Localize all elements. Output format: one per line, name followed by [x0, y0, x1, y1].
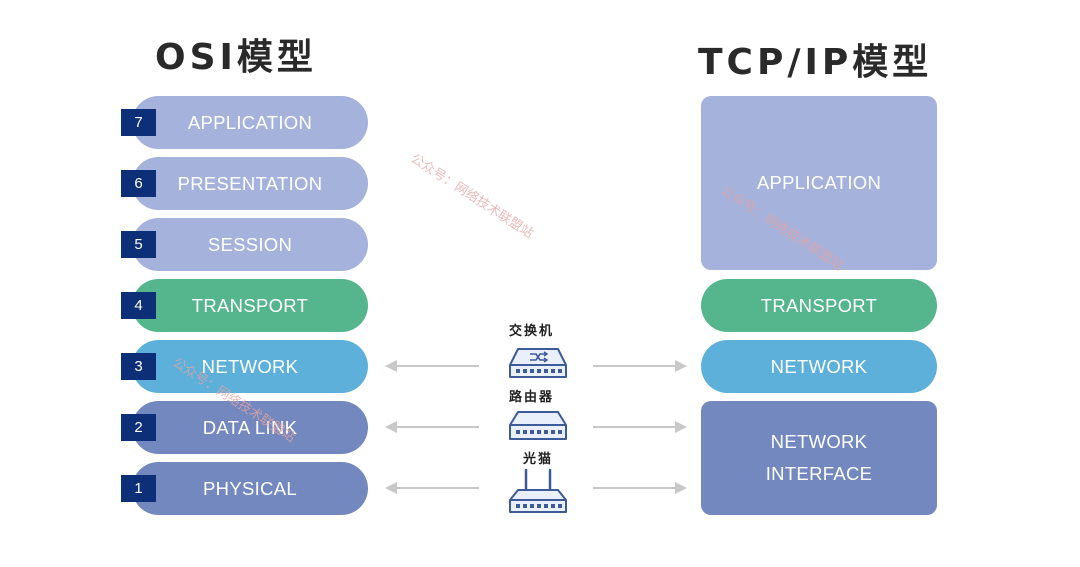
tcpip-layer-network: NETWORK	[701, 340, 937, 393]
layer-number-badge: 7	[121, 109, 156, 136]
osi-layer-presentation: PRESENTATION	[132, 157, 368, 210]
tcpip-layer-application: APPLICATION	[701, 96, 937, 270]
network-interface-line2: INTERFACE	[765, 463, 873, 484]
arrow-right-network	[593, 360, 687, 372]
layer-number-badge: 3	[121, 353, 156, 380]
watermark-text: 公众号：网络技术联盟站	[407, 151, 536, 242]
arrow-left-network	[385, 360, 479, 372]
router-label: 路由器	[509, 390, 555, 405]
arrow-left-data-link	[385, 421, 479, 433]
osi-layer-network: NETWORK	[132, 340, 368, 393]
switch-label: 交换机	[509, 324, 555, 339]
layer-number-badge: 1	[121, 475, 156, 502]
osi-layer-transport: TRANSPORT	[132, 279, 368, 332]
layer-number-badge: 5	[121, 231, 156, 258]
tcpip-model-title: TCP/IP模型	[698, 42, 933, 83]
osi-model-title: OSI模型	[155, 37, 317, 78]
arrow-right-data-link	[593, 421, 687, 433]
arrow-left-physical	[385, 482, 479, 494]
osi-layer-data-link: DATA LINK	[132, 401, 368, 454]
osi-layer-physical: PHYSICAL	[132, 462, 368, 515]
arrow-right-physical	[593, 482, 687, 494]
layer-number-badge: 6	[121, 170, 156, 197]
layer-number-badge: 2	[121, 414, 156, 441]
optical-modem-icon	[509, 468, 567, 513]
tcpip-layer-network-interface: NETWORK INTERFACE	[701, 401, 937, 515]
tcpip-layer-transport: TRANSPORT	[701, 279, 937, 332]
network-interface-line1: NETWORK	[770, 431, 868, 452]
router-icon	[509, 411, 567, 440]
switch-icon	[509, 348, 567, 378]
osi-layer-session: SESSION	[132, 218, 368, 271]
layer-number-badge: 4	[121, 292, 156, 319]
osi-layer-application: APPLICATION	[132, 96, 368, 149]
optical-modem-label: 光猫	[523, 452, 554, 467]
